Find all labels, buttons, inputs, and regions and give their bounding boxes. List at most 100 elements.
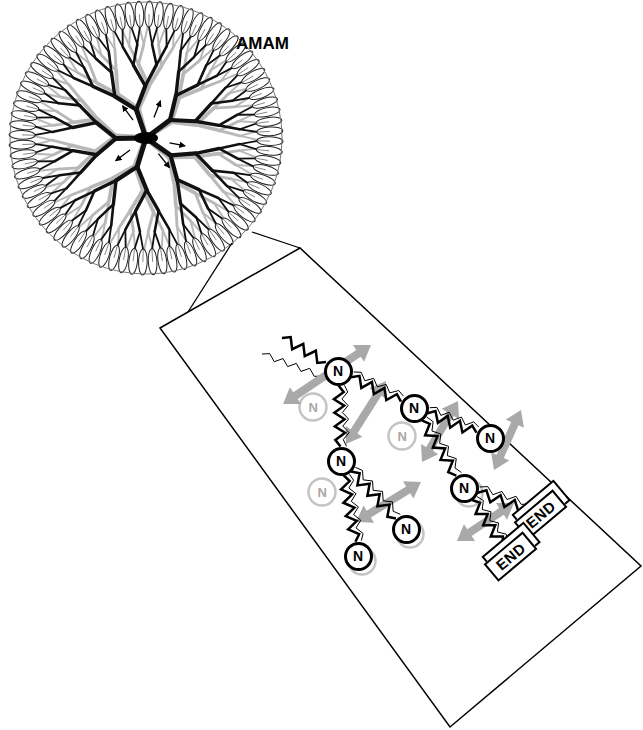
branch-line (238, 159, 255, 167)
branch-line (227, 186, 240, 199)
branch-line (39, 169, 57, 171)
petal-stem (158, 15, 159, 27)
branch-line (52, 127, 73, 131)
petal-stem (68, 42, 76, 51)
end-group-petal (128, 248, 139, 275)
branch-line (38, 109, 55, 117)
branch-line (135, 211, 139, 232)
branch-line (181, 36, 192, 51)
chain-zigzag-thin (480, 487, 530, 505)
zoom-funnel-line (252, 232, 300, 248)
branch-line (219, 125, 240, 129)
branch-line (113, 180, 116, 204)
petal-stem (199, 29, 205, 40)
motion-double-arrow (485, 406, 530, 474)
end-group-petal (9, 120, 36, 131)
branch-line (196, 217, 202, 234)
petal-stem (56, 215, 65, 223)
branch-line (129, 27, 130, 45)
node-text: N (401, 522, 411, 536)
petal-stem (61, 48, 69, 57)
branch-line (176, 206, 177, 227)
petal-stem (87, 236, 93, 247)
branch-line (59, 200, 75, 209)
petal-stem (240, 199, 250, 206)
branch-line (168, 229, 170, 247)
branch-line (96, 123, 116, 139)
petal-stem (130, 15, 132, 27)
chain-zigzag-thin (342, 385, 349, 446)
node-text: N (333, 364, 343, 378)
branch-line (238, 121, 256, 122)
end-group-box: END (483, 531, 537, 582)
petal-stem (27, 170, 39, 173)
chain-connector (427, 407, 478, 432)
branch-line (237, 114, 255, 116)
chain-zigzag-thin (355, 467, 400, 514)
branch-line (152, 27, 158, 45)
ghost-atom-label: N (397, 430, 408, 443)
petal-stem (244, 191, 255, 197)
end-group-petal (134, 1, 144, 27)
ghost-atom (309, 479, 336, 506)
petal-stem (50, 209, 59, 217)
chain-connector (478, 487, 530, 512)
node-text: N (409, 401, 419, 415)
branch-line (137, 167, 147, 190)
branch-line (109, 52, 112, 73)
petal-stem (23, 153, 35, 155)
end-group-petal (124, 2, 136, 29)
branch-line (44, 93, 59, 104)
branch-line (152, 232, 155, 250)
core (134, 132, 158, 144)
chain-zigzag-thin (354, 372, 404, 396)
petal-stem (76, 36, 83, 46)
branch-line (174, 182, 176, 206)
petal-stem (257, 150, 269, 151)
chain-connector (422, 417, 462, 476)
petal-stem (25, 161, 37, 164)
branch-line (52, 77, 65, 90)
branch-line (144, 232, 148, 250)
petal-stem (256, 112, 268, 115)
branch-line (75, 191, 94, 200)
branch-line (211, 101, 232, 104)
branch-line (90, 41, 96, 58)
branch-line (177, 180, 180, 204)
branch-line (85, 219, 98, 232)
motion-arrow (122, 106, 133, 121)
petal-stem (194, 239, 199, 250)
branch-line (199, 190, 208, 209)
branch-line (84, 67, 93, 86)
ghost-atom-label: N (317, 486, 328, 499)
node-text: END (523, 498, 558, 531)
branch-line (73, 123, 97, 128)
branch-line (233, 173, 248, 184)
branch-line (52, 140, 72, 145)
nitrogen-atom: N (324, 357, 353, 386)
branch-line (206, 55, 221, 66)
branch-line (155, 211, 159, 232)
branch-line (239, 151, 256, 158)
ghost-atom (389, 423, 416, 450)
branch-line (116, 70, 118, 94)
nitrogen-atom: N (344, 542, 373, 571)
petal-stem (183, 21, 187, 32)
petal-stem (243, 76, 253, 82)
branch-line (170, 96, 176, 121)
branch-line (60, 173, 81, 176)
branch-line (73, 151, 97, 155)
petal-stem (175, 18, 178, 30)
branch-line (176, 72, 179, 96)
end-group-petal (256, 145, 283, 156)
end-group-petal (9, 130, 35, 139)
branch-line (140, 232, 143, 250)
branch-line (155, 232, 161, 249)
chain-zigzag-thin (477, 497, 507, 542)
branch-line (131, 27, 137, 44)
branch-line (35, 147, 52, 153)
chain-zigzag (351, 376, 401, 402)
